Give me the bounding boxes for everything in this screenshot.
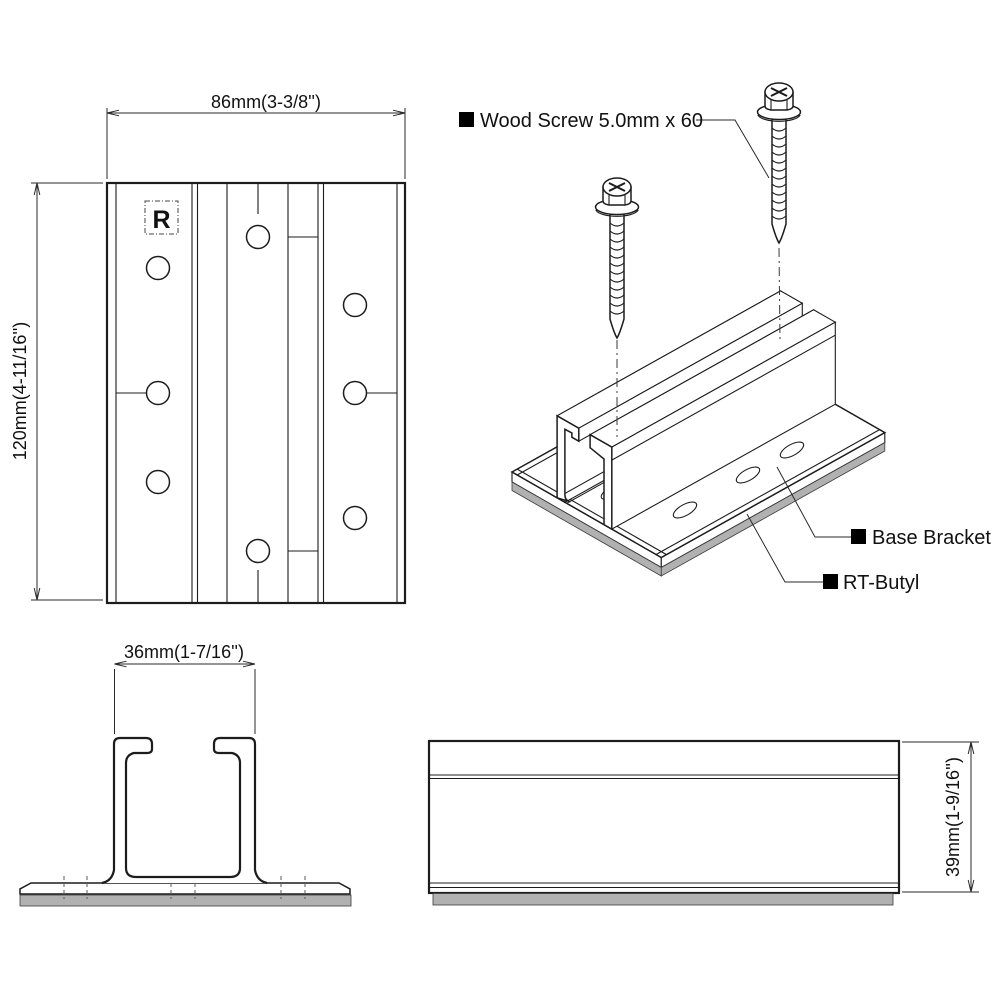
front-butyl-strip (19, 894, 352, 907)
front-base-plate (19, 882, 351, 895)
side-view: 39mm(1-9/16'') (427, 739, 979, 906)
dim-front-width-label: 36mm(1-7/16'') (124, 642, 244, 662)
front-view: 36mm(1-7/16'') (19, 642, 352, 907)
dim-top-width: 86mm(3-3/8'') (106, 92, 406, 179)
screw-centerline-right (778, 247, 781, 341)
side-view-body (427, 739, 901, 895)
side-butyl-strip (432, 893, 894, 906)
label-wood-screw: Wood Screw 5.0mm x 60 (459, 110, 770, 179)
wood-screw-label: Wood Screw 5.0mm x 60 (480, 110, 703, 132)
label-bullet-icon (823, 574, 838, 589)
dim-side-height-label: 39mm(1-9/16'') (943, 757, 963, 877)
front-channel-profile (101, 736, 268, 885)
iso-front-rail (588, 308, 837, 531)
dim-top-width-label: 86mm(3-3/8'') (211, 92, 321, 112)
dim-side-height: 39mm(1-9/16'') (902, 741, 979, 893)
wood-screw-right (756, 82, 802, 244)
dim-top-height-label: 120mm(4-11/16'') (10, 322, 30, 461)
base-bracket-label: Base Bracket (872, 527, 991, 549)
dim-top-height: 120mm(4-11/16'') (10, 182, 103, 601)
label-base-bracket: Base Bracket (776, 466, 991, 549)
label-bullet-icon (459, 112, 474, 127)
label-bullet-icon (851, 529, 866, 544)
iso-view: Wood Screw 5.0mm x 60 Base Bracket RT-Bu… (459, 82, 991, 594)
iso-base-holes (672, 441, 805, 519)
rt-butyl-label: RT-Butyl (843, 572, 919, 594)
wood-screw-left (594, 177, 640, 339)
top-view-holes (145, 224, 368, 564)
label-rt-butyl: RT-Butyl (746, 513, 919, 594)
top-view: R 86mm(3-3/8'') 120mm(4-11/16'') (10, 92, 407, 605)
r-mark: R (152, 206, 170, 234)
r-mark-box (144, 200, 179, 235)
dim-front-width: 36mm(1-7/16'') (114, 642, 256, 734)
